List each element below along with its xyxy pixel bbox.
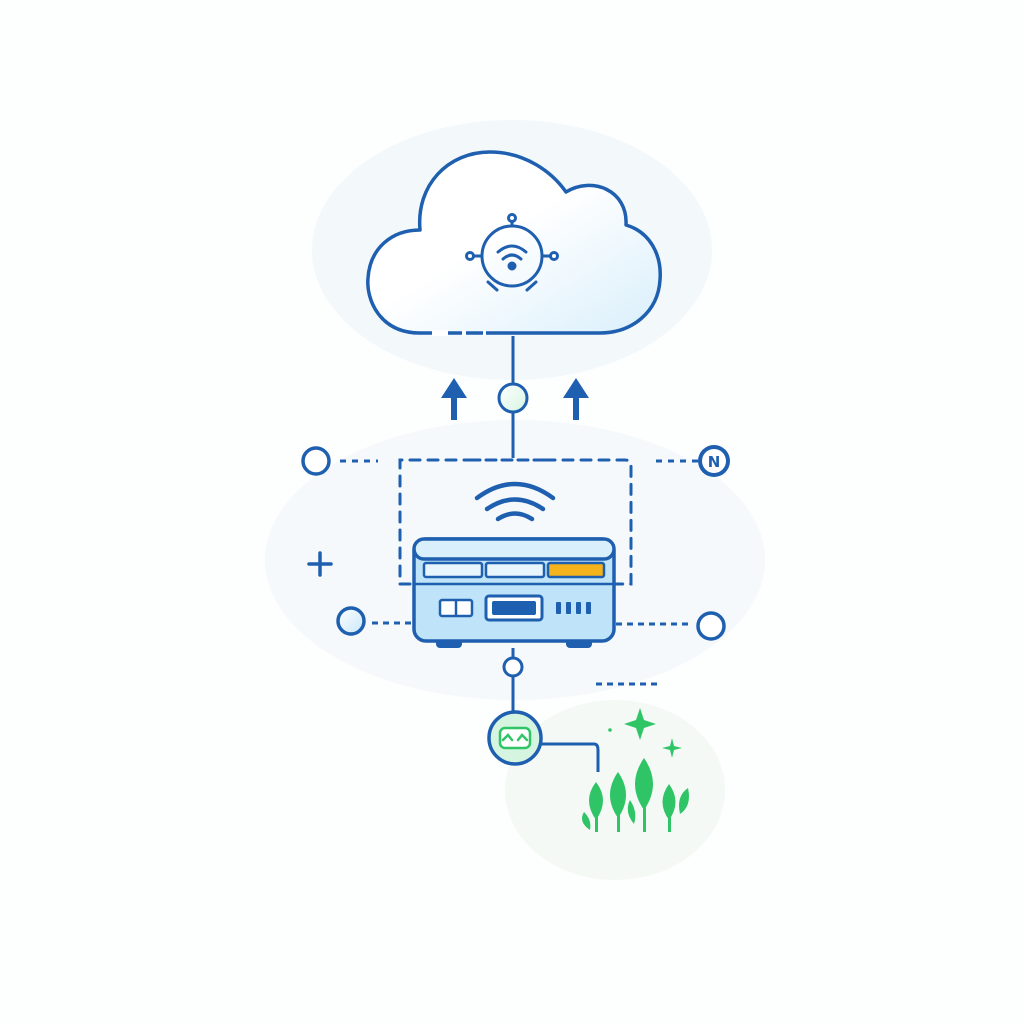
- router-icon[interactable]: [412, 537, 616, 648]
- wifi-sync-icon: [465, 213, 559, 292]
- edge-node-left-top[interactable]: [301, 446, 378, 476]
- network-bracket: [398, 458, 633, 586]
- edge-node-right-top[interactable]: N: [656, 445, 730, 477]
- cloud-icon: [366, 150, 662, 336]
- eco-sensor-icon[interactable]: [487, 710, 543, 766]
- sparkle-icon: [662, 738, 682, 758]
- downlink-line: [502, 648, 524, 712]
- sparkle-dot: [608, 728, 612, 732]
- sparkle-icon: [624, 708, 656, 740]
- wifi-icon: [474, 481, 556, 522]
- eco-connector: [541, 742, 600, 772]
- node-label-n: N: [708, 453, 721, 471]
- arrow-up-icon: [563, 378, 589, 420]
- plus-icon: [307, 551, 333, 577]
- edge-node-right-bottom[interactable]: [616, 611, 726, 641]
- arrow-up-icon: [441, 378, 467, 420]
- plant-icon: [582, 758, 689, 832]
- uplink-node[interactable]: [497, 382, 529, 414]
- edge-node-left-bottom[interactable]: [336, 606, 414, 636]
